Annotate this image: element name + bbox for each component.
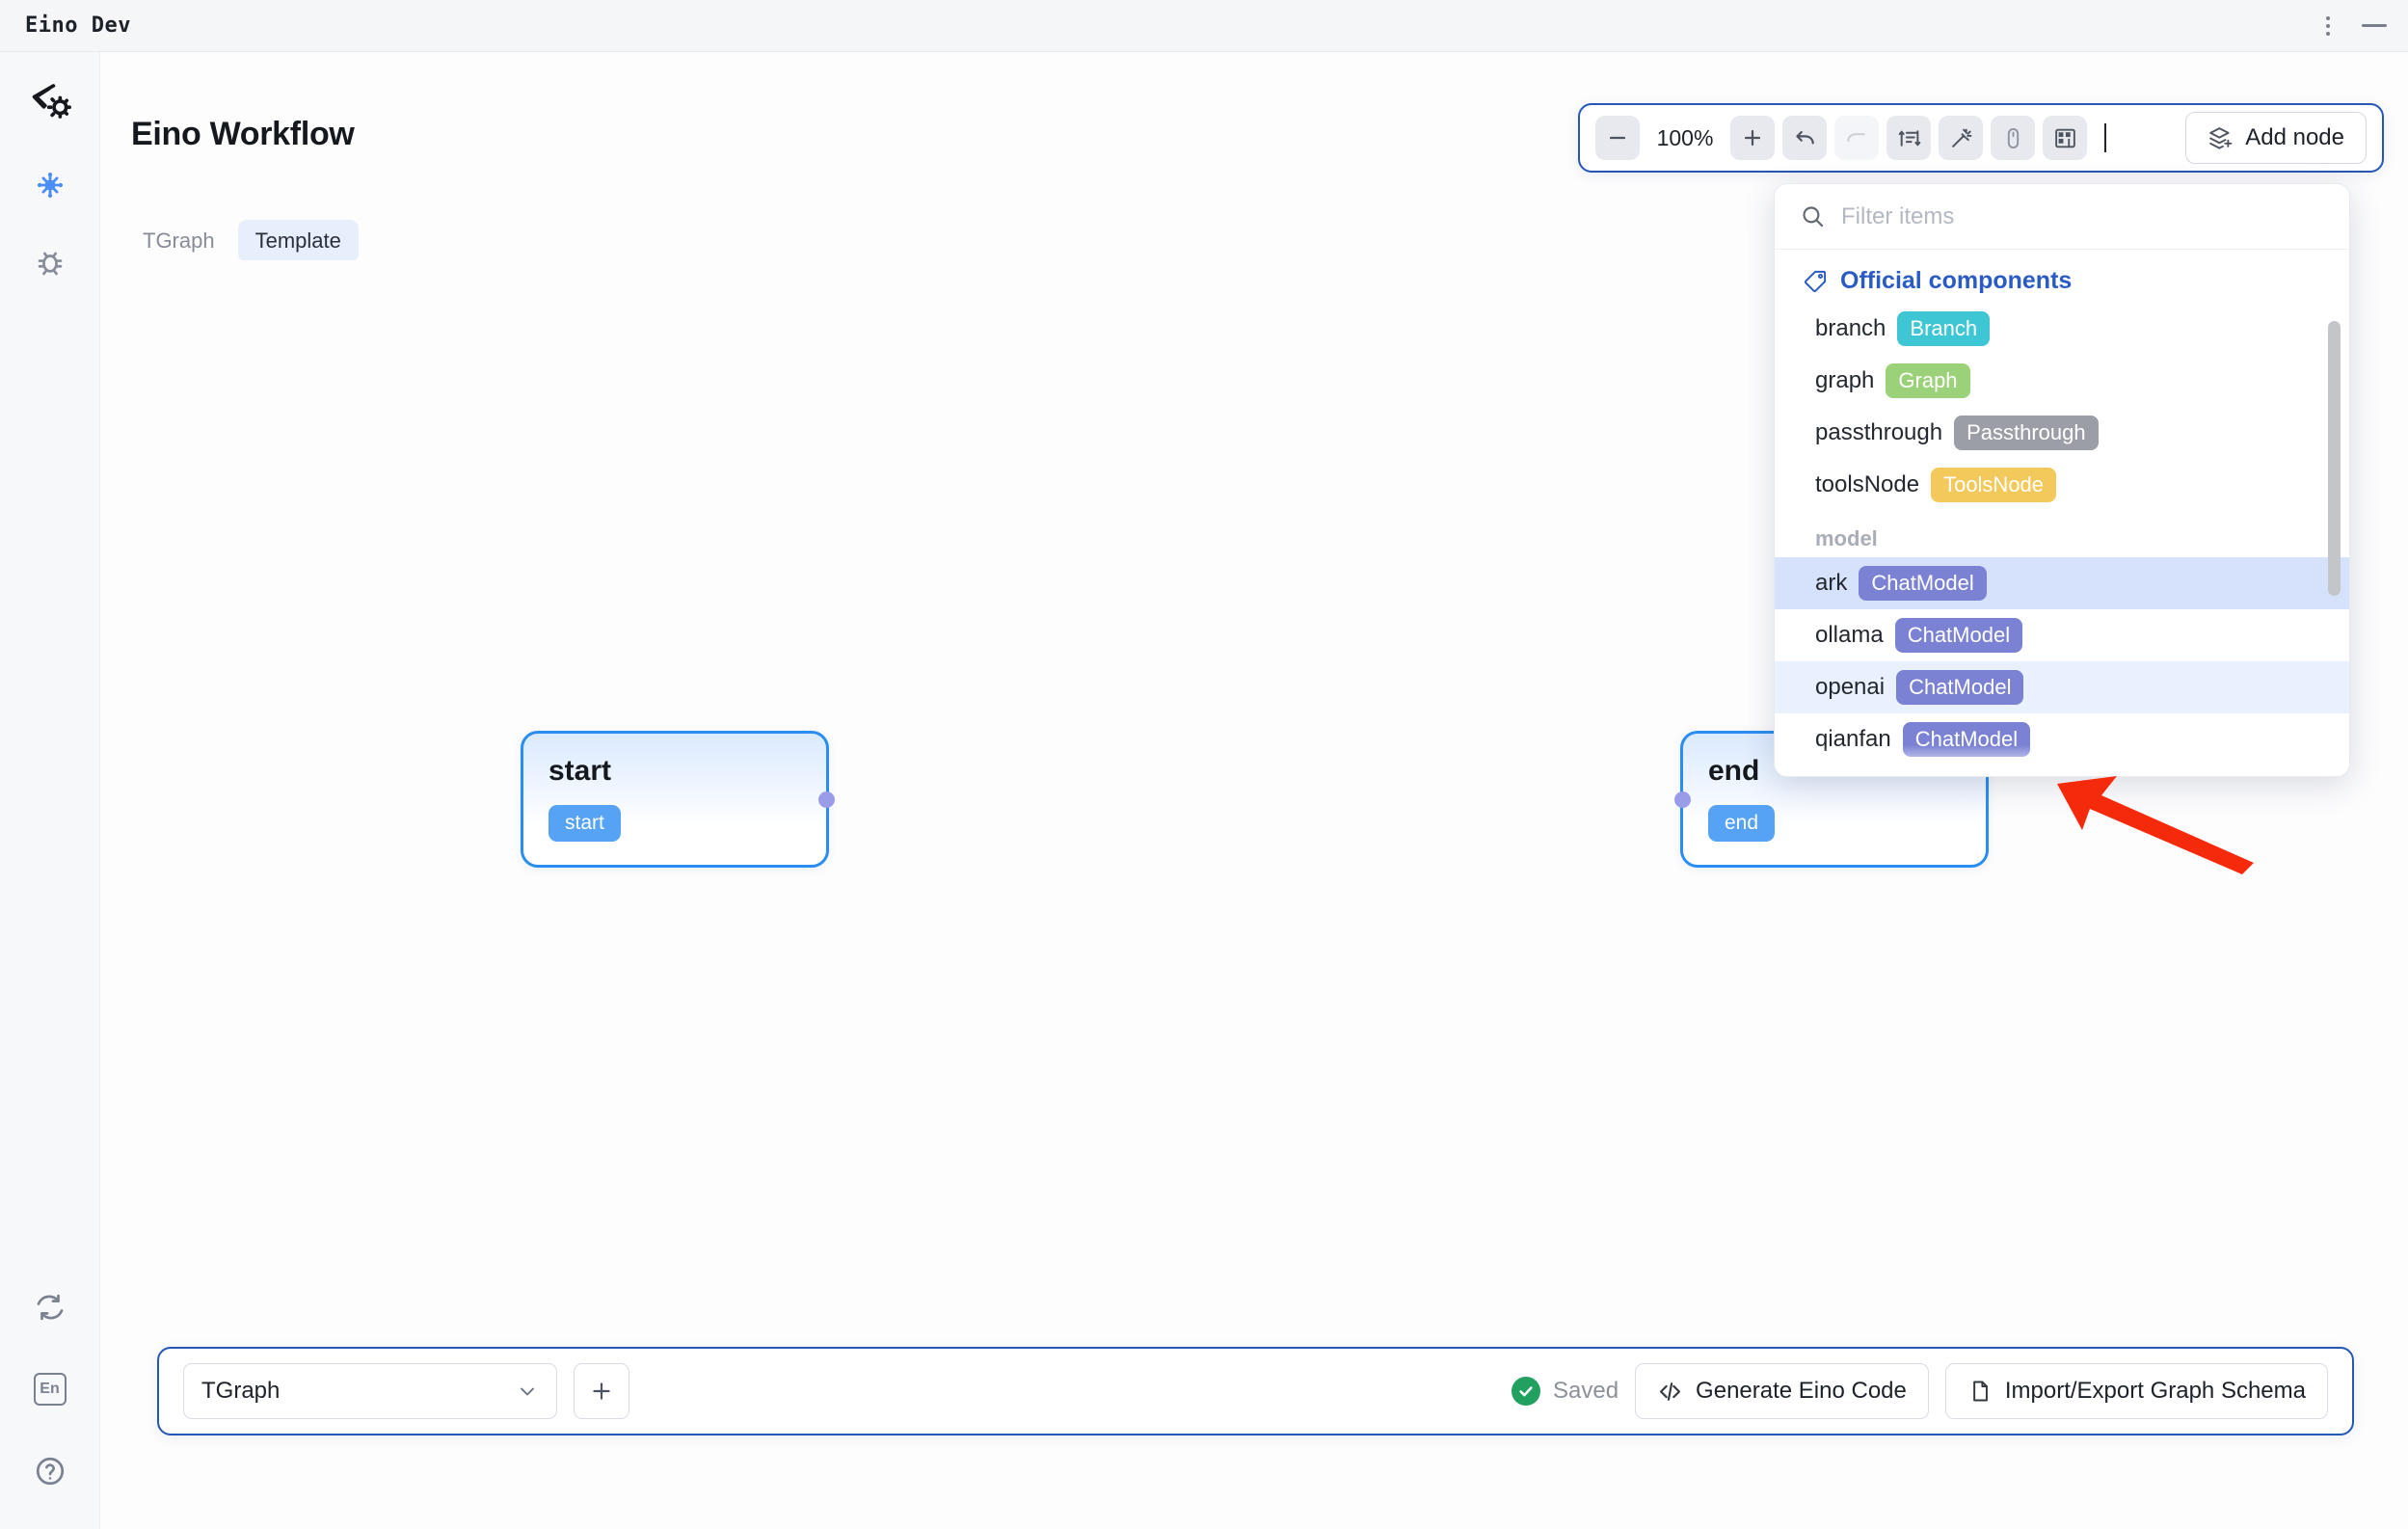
generate-eino-code-button[interactable]: Generate Eino Code [1635,1363,1929,1419]
refresh-button[interactable] [25,1282,75,1332]
node-start-title: start [548,755,612,787]
component-type-badge: ToolsNode [1931,468,2057,502]
node-end-title: end [1708,755,1760,787]
component-item-label: openai [1815,674,1886,700]
minimize-icon[interactable] [2362,24,2387,27]
component-item-branch[interactable]: branch Branch [1775,303,2349,355]
add-graph-button[interactable] [574,1363,629,1419]
help-button[interactable] [25,1446,75,1496]
save-status-label: Saved [1552,1378,1619,1404]
window-title: Eino Dev [25,13,131,38]
component-type-badge: Graph [1886,363,1970,398]
language-icon[interactable]: En [33,1373,67,1406]
bottom-bar: TGraph Saved Generate Eino Code [157,1347,2354,1435]
component-item-passthrough[interactable]: passthrough Passthrough [1775,407,2349,459]
auto-layout-button[interactable] [1886,116,1931,160]
component-item-label: qianfan [1815,726,1891,752]
node-start-output-port[interactable] [818,791,835,808]
generate-eino-code-label: Generate Eino Code [1696,1378,1907,1404]
filter-input[interactable] [1841,202,2324,230]
help-circle-icon [34,1455,67,1488]
node-start-badge: start [548,805,621,842]
component-type-badge: Passthrough [1954,416,2099,450]
add-node-label: Add node [2245,124,2344,150]
left-rail: En [0,52,100,1529]
search-icon [1800,203,1826,229]
graph-select-value: TGraph [201,1378,281,1404]
zoom-level[interactable]: 100% [1656,124,1714,150]
graph-select[interactable]: TGraph [183,1363,557,1419]
panel-scrollbar[interactable] [2328,321,2341,774]
chevron-down-icon [516,1380,539,1403]
official-components-header: Official components [1775,250,2349,303]
component-item-ark[interactable]: ark ChatModel [1775,557,2349,609]
filter-row [1775,184,2349,250]
zoom-out-button[interactable] [1595,116,1640,160]
component-type-badge: ChatModel [1896,670,2024,705]
minimap-button[interactable] [2043,116,2087,160]
component-item-graph[interactable]: graph Graph [1775,355,2349,407]
component-list[interactable]: Official components branch Branch graph Gra… [1775,250,2349,776]
node-start[interactable]: start start [521,731,835,868]
zoom-in-button[interactable] [1730,116,1775,160]
graph-nodes-icon [34,169,67,201]
sidebar-item-graph[interactable] [25,160,75,210]
component-item-label: ark [1815,570,1848,596]
undo-button[interactable] [1782,116,1827,160]
component-item-qwen[interactable]: qwenChatModel [1775,765,2349,776]
toolbar-divider [2104,123,2106,152]
component-item-toolsNode[interactable]: toolsNode ToolsNode [1775,459,2349,511]
node-end-input-port[interactable] [1674,791,1691,808]
component-item-label: ollama [1815,622,1884,648]
component-item-openai[interactable]: openai ChatModel [1775,661,2349,713]
node-end-badge: end [1708,805,1776,842]
component-item-label: branch [1815,315,1886,341]
file-icon [1967,1379,1993,1404]
page-title: Eino Workflow [131,116,355,152]
component-type-badge: Branch [1897,311,1991,346]
check-circle-icon [1511,1377,1540,1406]
canvas-toolbar: 100% [1578,103,2384,173]
code-brackets-icon [1657,1379,1683,1405]
mouse-pointer-button[interactable] [1991,116,2035,160]
component-item-label: toolsNode [1815,471,1920,497]
tab-bar: TGraph Template [125,220,359,262]
panel-scrollbar-thumb[interactable] [2328,321,2341,596]
import-export-schema-button[interactable]: Import/Export Graph Schema [1944,1363,2328,1419]
component-type-badge: ChatModel [1882,774,2010,776]
component-item-label: passthrough [1815,419,1943,445]
window-titlebar: Eino Dev [0,0,2408,52]
add-node-button[interactable]: Add node [2185,112,2367,164]
kebab-menu-icon[interactable] [2317,15,2339,36]
component-type-badge: ChatModel [1902,722,2031,757]
component-picker-panel: Official components branch Branch graph Gra… [1774,183,2350,777]
component-item-qianfan[interactable]: qianfan ChatModel [1775,713,2349,765]
import-export-schema-label: Import/Export Graph Schema [2004,1378,2306,1404]
component-group-model: model [1815,526,1878,550]
component-type-badge: ChatModel [1894,618,2023,653]
magic-wand-button[interactable] [1939,116,1983,160]
eino-logo-icon[interactable] [24,77,76,129]
sidebar-item-debug[interactable] [25,237,75,287]
redo-button[interactable] [1834,116,1879,160]
plus-icon [589,1379,614,1404]
sync-refresh-icon [34,1291,67,1324]
tab-template[interactable]: Template [237,220,359,262]
layers-plus-icon [2207,125,2234,151]
bug-debug-icon [34,246,67,279]
component-type-badge: ChatModel [1859,566,1987,601]
save-status: Saved [1511,1377,1619,1406]
official-components-label: Official components [1840,267,2073,294]
component-item-ollama[interactable]: ollama ChatModel [1775,609,2349,661]
tag-icon [1804,269,1828,293]
tab-tgraph[interactable]: TGraph [143,228,215,253]
component-item-label: graph [1815,367,1875,393]
